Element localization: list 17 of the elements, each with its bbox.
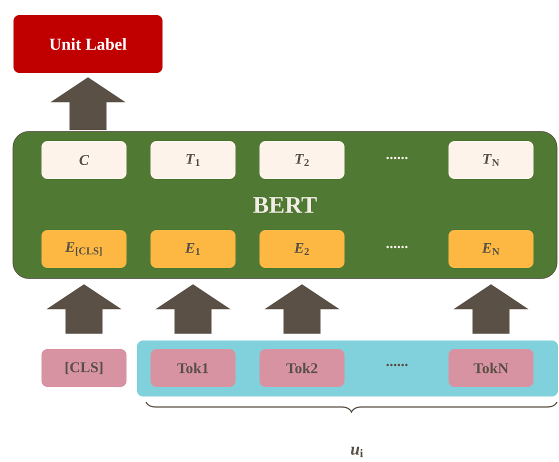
embedding-box: E$_{[CLS]}$: [42, 230, 126, 268]
output-box: T$_{N}$: [448, 141, 534, 179]
output-box: T$_{2}$: [260, 141, 344, 179]
embedding-box: E$_{1}$: [150, 230, 236, 268]
output-box: T$_{1}$: [150, 141, 236, 179]
label-box: Unit Label: [14, 15, 162, 73]
embedding-box: E$_{N}$: [448, 230, 534, 268]
token-box: Tok1: [150, 349, 236, 387]
ellipsis: ......: [386, 246, 408, 248]
token-box: TokN: [448, 349, 534, 387]
token-box: [CLS]: [42, 349, 126, 387]
ellipsis: ......: [386, 156, 408, 160]
token-box: Tok2: [260, 349, 344, 387]
ellipsis: ......: [386, 364, 408, 366]
brace-label: u$_{i}$: [351, 446, 363, 458]
embedding-box: E$_{2}$: [260, 230, 344, 268]
output-box: C: [42, 141, 126, 179]
